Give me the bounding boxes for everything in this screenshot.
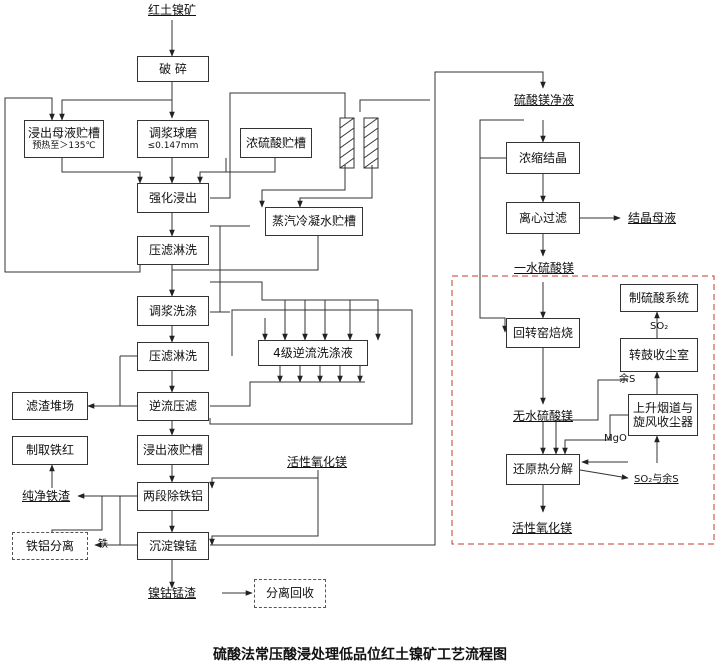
residue-yard-box: 滤渣堆场 xyxy=(12,392,88,420)
ni-co-mn-slag-label: 镍钴锰渣 xyxy=(148,586,197,600)
counter-filter-label: 逆流压滤 xyxy=(148,399,197,414)
active-mgo-top-label: 活性氧化镁 xyxy=(287,455,348,469)
mother-tank-note: 预热至＞135℃ xyxy=(32,140,96,151)
ball-mill-label: 调浆球磨 xyxy=(148,126,197,141)
acid-plant-box: 制硫酸系统 xyxy=(620,284,698,312)
dust-room-box: 转鼓收尘室 xyxy=(620,338,698,372)
leachate-tank-label: 浸出液贮槽 xyxy=(142,442,203,457)
leach-box: 强化浸出 xyxy=(137,183,209,213)
rotary-kiln-box: 回转窑焙烧 xyxy=(506,318,580,348)
filter-wash2-box: 压滤淋洗 xyxy=(137,342,209,371)
ore-label: 红土镍矿 xyxy=(148,3,197,17)
concentrate-label: 浓缩结晶 xyxy=(518,150,567,165)
flue-cyclone-box: 上升烟道与旋风收尘器 xyxy=(628,394,698,436)
reduce-decomp-label: 还原热分解 xyxy=(512,462,573,477)
acid-tank-label: 浓硫酸贮槽 xyxy=(245,135,306,150)
pure-fe-slag-label: 纯净铁渣 xyxy=(22,489,71,503)
separate-recover-box: 分离回收 xyxy=(254,579,326,608)
flue-cyclone-label: 上升烟道与旋风收尘器 xyxy=(633,400,694,429)
crush-box: 破 碎 xyxy=(137,56,209,82)
precip-ni-mn-box: 沉淀镍锰 xyxy=(137,532,209,560)
crush-label: 破 碎 xyxy=(159,61,187,76)
fe-al-sep-label: 铁铝分离 xyxy=(25,538,74,553)
condensate-tank-box: 蒸汽冷凝水贮槽 xyxy=(265,207,363,236)
anhydrous-mgso4-label: 无水硫酸镁 xyxy=(513,409,574,423)
mother-tank-label: 浸出母液贮槽 xyxy=(27,126,100,141)
filter-wash1-label: 压滤淋洗 xyxy=(148,243,197,258)
leach-label: 强化浸出 xyxy=(148,190,197,205)
precip-ni-mn-label: 沉淀镍锰 xyxy=(148,538,197,553)
figure-caption: 硫酸法常压酸浸处理低品位红土镍矿工艺流程图 xyxy=(213,647,507,663)
ball-mill-note: ≤0.147mm xyxy=(147,140,199,151)
excess-s-label: 余S xyxy=(619,374,636,385)
rotary-kiln-label: 回转窑焙烧 xyxy=(512,325,573,340)
iron-red-label: 制取铁红 xyxy=(25,443,74,458)
residue-yard-label: 滤渣堆场 xyxy=(25,398,74,413)
countercurrent-label: 4级逆流洗涤液 xyxy=(273,345,353,360)
active-mgo-bottom-label: 活性氧化镁 xyxy=(512,521,573,535)
counter-filter-box: 逆流压滤 xyxy=(137,392,209,421)
slurry-wash-label: 调浆洗涤 xyxy=(148,303,197,318)
leachate-tank-box: 浸出液贮槽 xyxy=(137,435,209,465)
countercurrent-box: 4级逆流洗涤液 xyxy=(258,340,368,366)
centrifuge-label: 离心过滤 xyxy=(518,210,567,225)
remove-fe-al-box: 两段除铁铝 xyxy=(137,482,209,511)
dust-room-label: 转鼓收尘室 xyxy=(628,347,689,362)
mono-mgso4-label: 一水硫酸镁 xyxy=(514,261,575,275)
fe-al-sep-box: 铁铝分离 xyxy=(12,532,88,560)
iron-tag-label: 铁 xyxy=(98,539,108,550)
remove-fe-al-label: 两段除铁铝 xyxy=(142,489,203,504)
concentrate-box: 浓缩结晶 xyxy=(506,142,580,174)
reduce-decomp-box: 还原热分解 xyxy=(506,454,580,485)
filter-wash1-box: 压滤淋洗 xyxy=(137,236,209,265)
so2-label: SO₂ xyxy=(650,321,669,332)
mgo-label: MgO xyxy=(604,433,627,444)
so2-and-s-label: SO₂与余S xyxy=(634,474,679,485)
acid-plant-label: 制硫酸系统 xyxy=(628,290,689,305)
separate-recover-label: 分离回收 xyxy=(265,586,314,601)
centrifuge-box: 离心过滤 xyxy=(506,202,580,234)
ball-mill-box: 调浆球磨 ≤0.147mm xyxy=(137,120,209,158)
crystal-mother-label: 结晶母液 xyxy=(628,211,677,225)
condensate-tank-label: 蒸汽冷凝水贮槽 xyxy=(271,214,356,229)
mother-tank-box: 浸出母液贮槽 预热至＞135℃ xyxy=(24,120,104,158)
mgso4-solution-label: 硫酸镁净液 xyxy=(514,93,575,107)
acid-tank-box: 浓硫酸贮槽 xyxy=(240,128,312,158)
iron-red-box: 制取铁红 xyxy=(12,436,88,465)
filter-wash2-label: 压滤淋洗 xyxy=(148,349,197,364)
slurry-wash-box: 调浆洗涤 xyxy=(137,296,209,326)
